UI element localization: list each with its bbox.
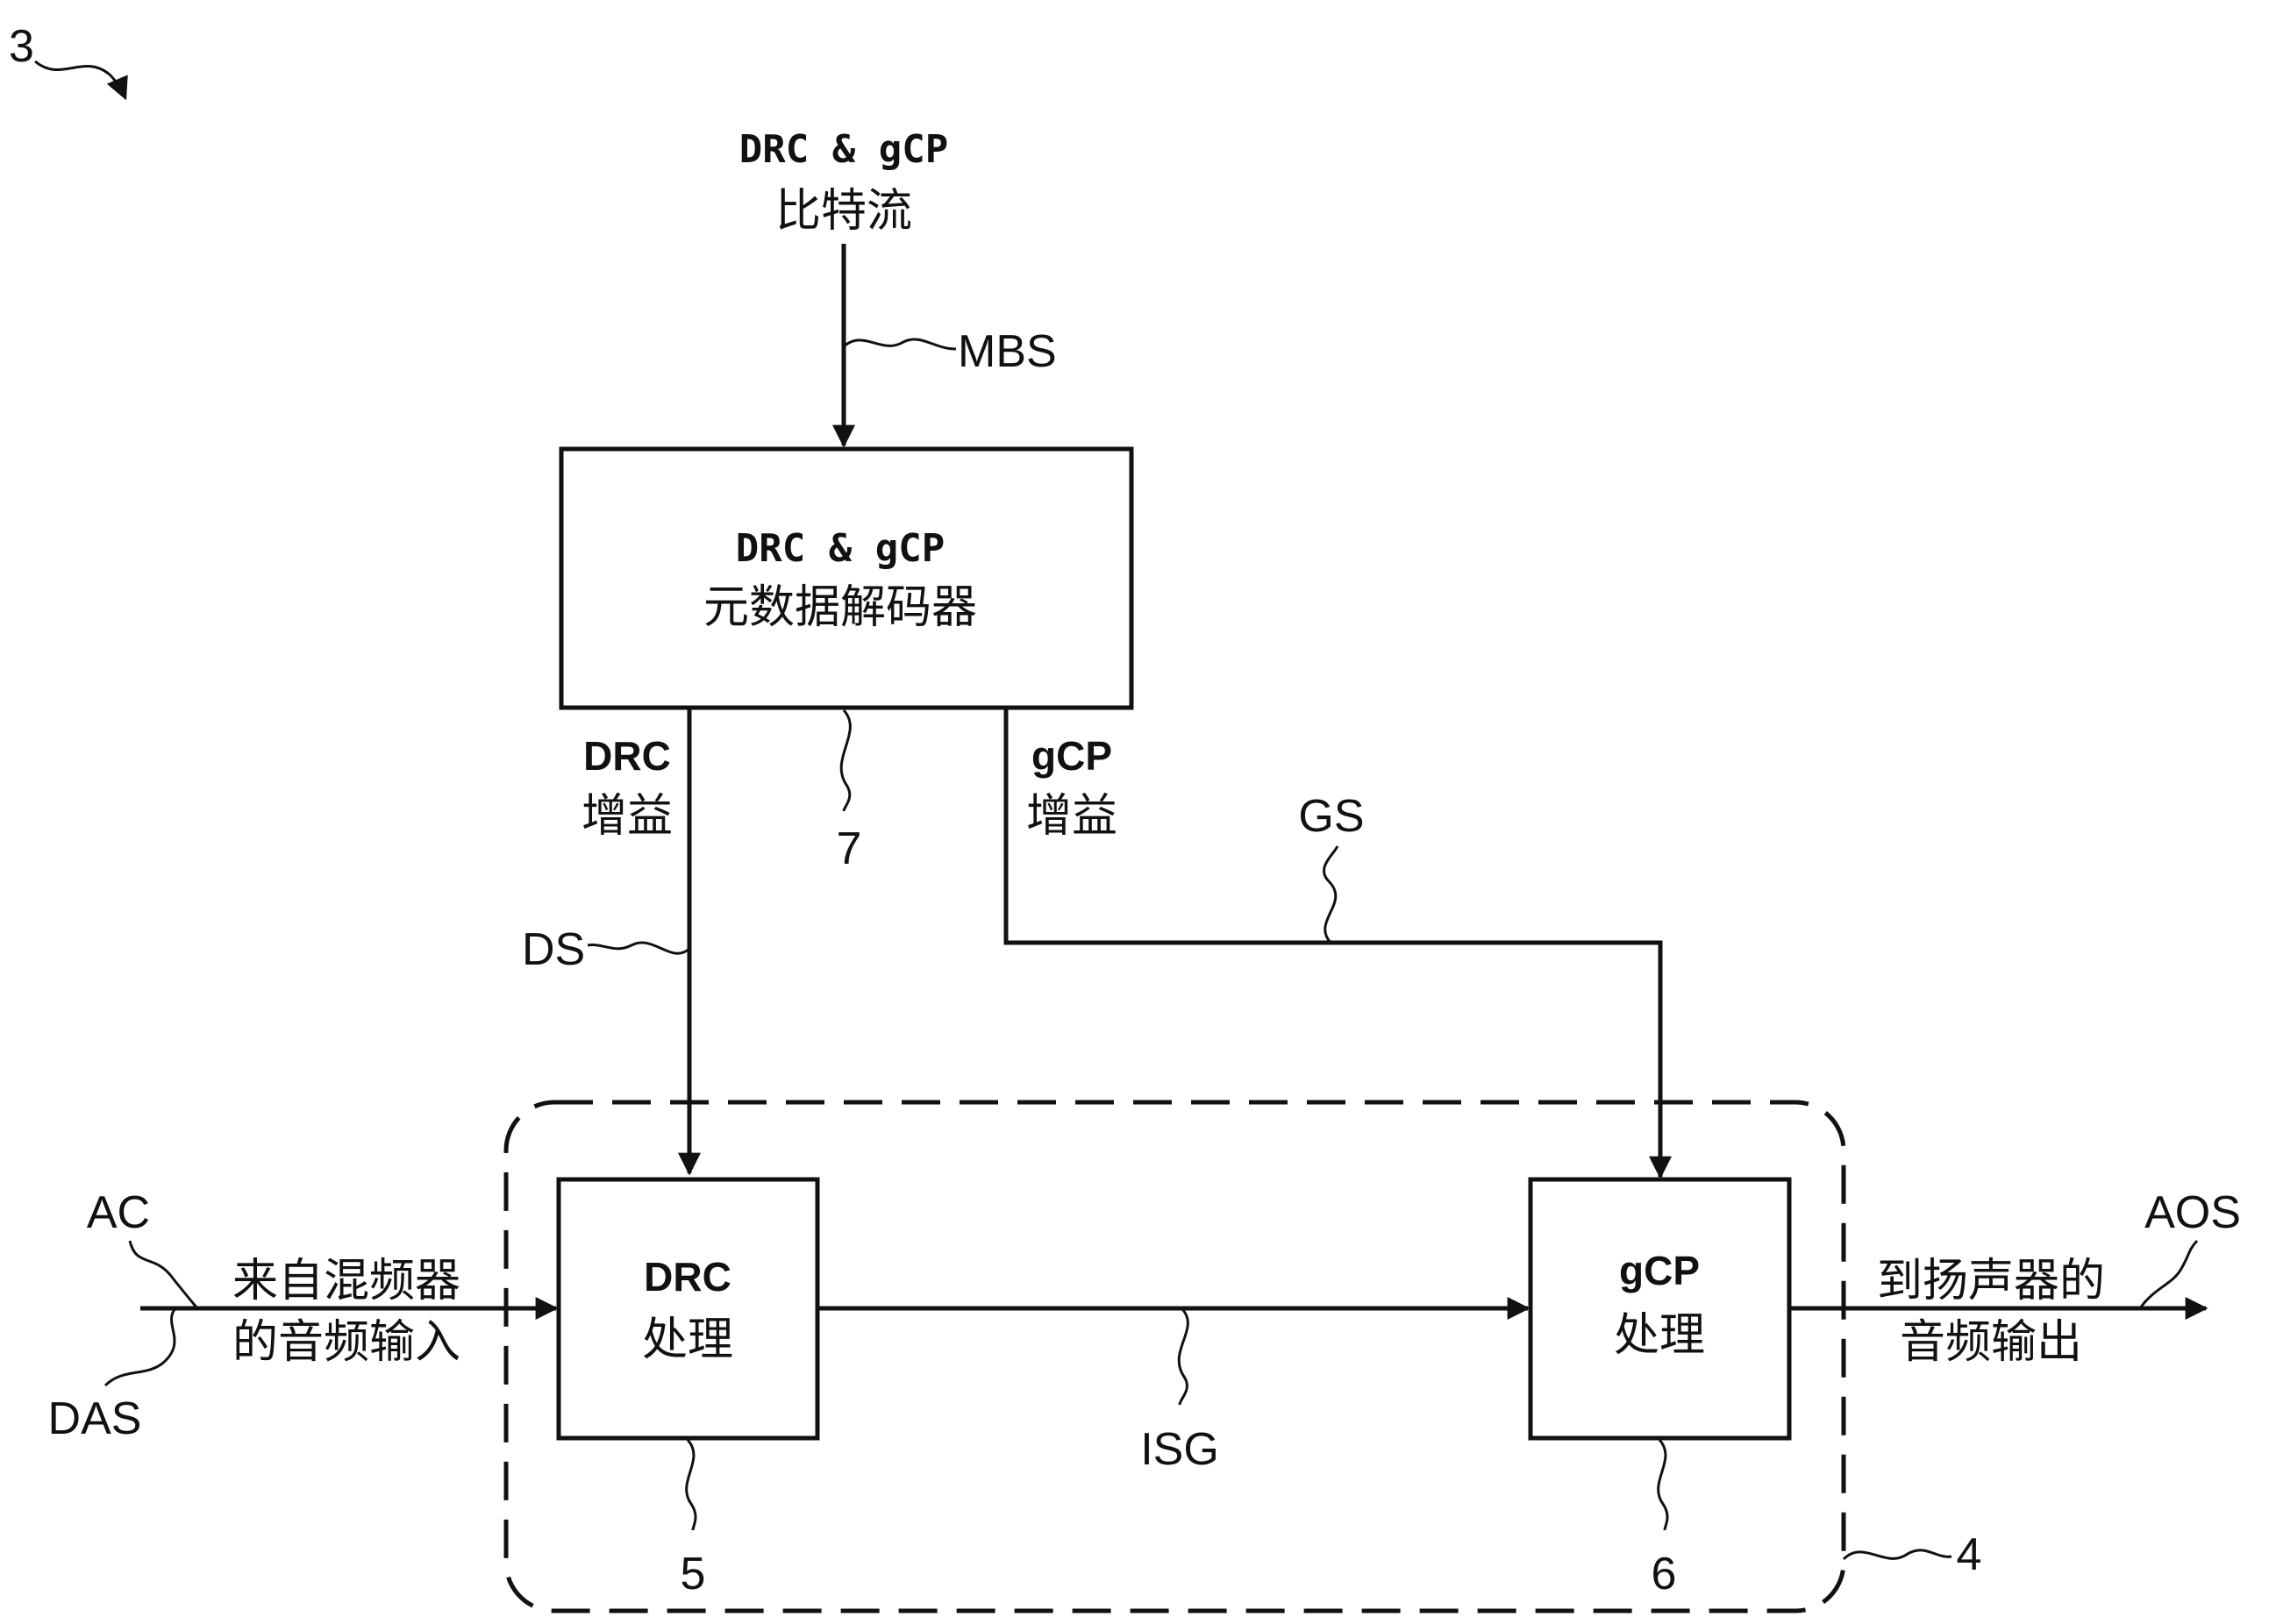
das-leader [103, 1307, 177, 1387]
gcp-processing-box [1528, 1177, 1792, 1441]
drc-block-ref-label: 5 [681, 1549, 706, 1599]
audio-output-label-line1: 到扬声器的 [1877, 1256, 2105, 1307]
bitstream-title-line2: 比特流 [775, 186, 912, 237]
decoder-ref-leader [839, 709, 852, 812]
drc-gain-label-line1: DRC [583, 733, 671, 779]
figure-ref-squiggle [34, 60, 128, 101]
gcp-block-title-line1: gCP [1619, 1248, 1700, 1293]
drc-processing-box [556, 1177, 820, 1441]
decoder-title-line1: DRC & gCP [736, 526, 945, 571]
gcp-block-title-line2: 处理 [1614, 1310, 1705, 1361]
gs-arrow [1003, 708, 1672, 1179]
audio-input-label-line1: 来自混频器 [232, 1256, 460, 1307]
aos-leader [2138, 1239, 2199, 1309]
mbs-leader [843, 338, 957, 351]
das-label: DAS [48, 1393, 142, 1444]
ds-label: DS [522, 924, 585, 975]
bitstream-title-line1: DRC & gCP [739, 127, 948, 172]
group-ref-label: 4 [1957, 1529, 1982, 1580]
gs-leader [1323, 845, 1339, 944]
ac-label: AC [87, 1187, 150, 1238]
processing-group-dashed-box [503, 1100, 1846, 1613]
isg-label: ISG [1140, 1424, 1219, 1475]
aos-label: AOS [2144, 1187, 2241, 1238]
gcp-gain-label-line2: 增益 [1026, 791, 1117, 842]
audio-input-label-line2: 的音频输入 [232, 1317, 460, 1368]
gcp-block-ref-leader [1657, 1438, 1669, 1531]
isg-leader [1177, 1307, 1189, 1406]
gcp-gain-label-line1: gCP [1031, 733, 1112, 779]
group-ref-leader [1842, 1549, 1952, 1561]
drc-block-ref-leader [685, 1438, 697, 1531]
drc-gain-label-line2: 增益 [582, 791, 673, 842]
ac-leader [128, 1240, 199, 1309]
ds-leader [587, 941, 690, 955]
gcp-block-ref-label: 6 [1652, 1549, 1677, 1599]
figure-ref-label: 3 [9, 21, 34, 72]
decoder-title-line2: 元数据解码器 [703, 582, 977, 633]
mbs-label: MBS [958, 326, 1057, 377]
decoder-ref-label: 7 [837, 823, 862, 874]
drc-block-title-line2: 处理 [642, 1314, 733, 1365]
audio-output-label-line2: 音频输出 [1900, 1317, 2082, 1368]
metadata-decoder-box [559, 446, 1134, 710]
gs-label: GS [1298, 791, 1364, 842]
drc-block-title-line1: DRC [644, 1254, 731, 1300]
